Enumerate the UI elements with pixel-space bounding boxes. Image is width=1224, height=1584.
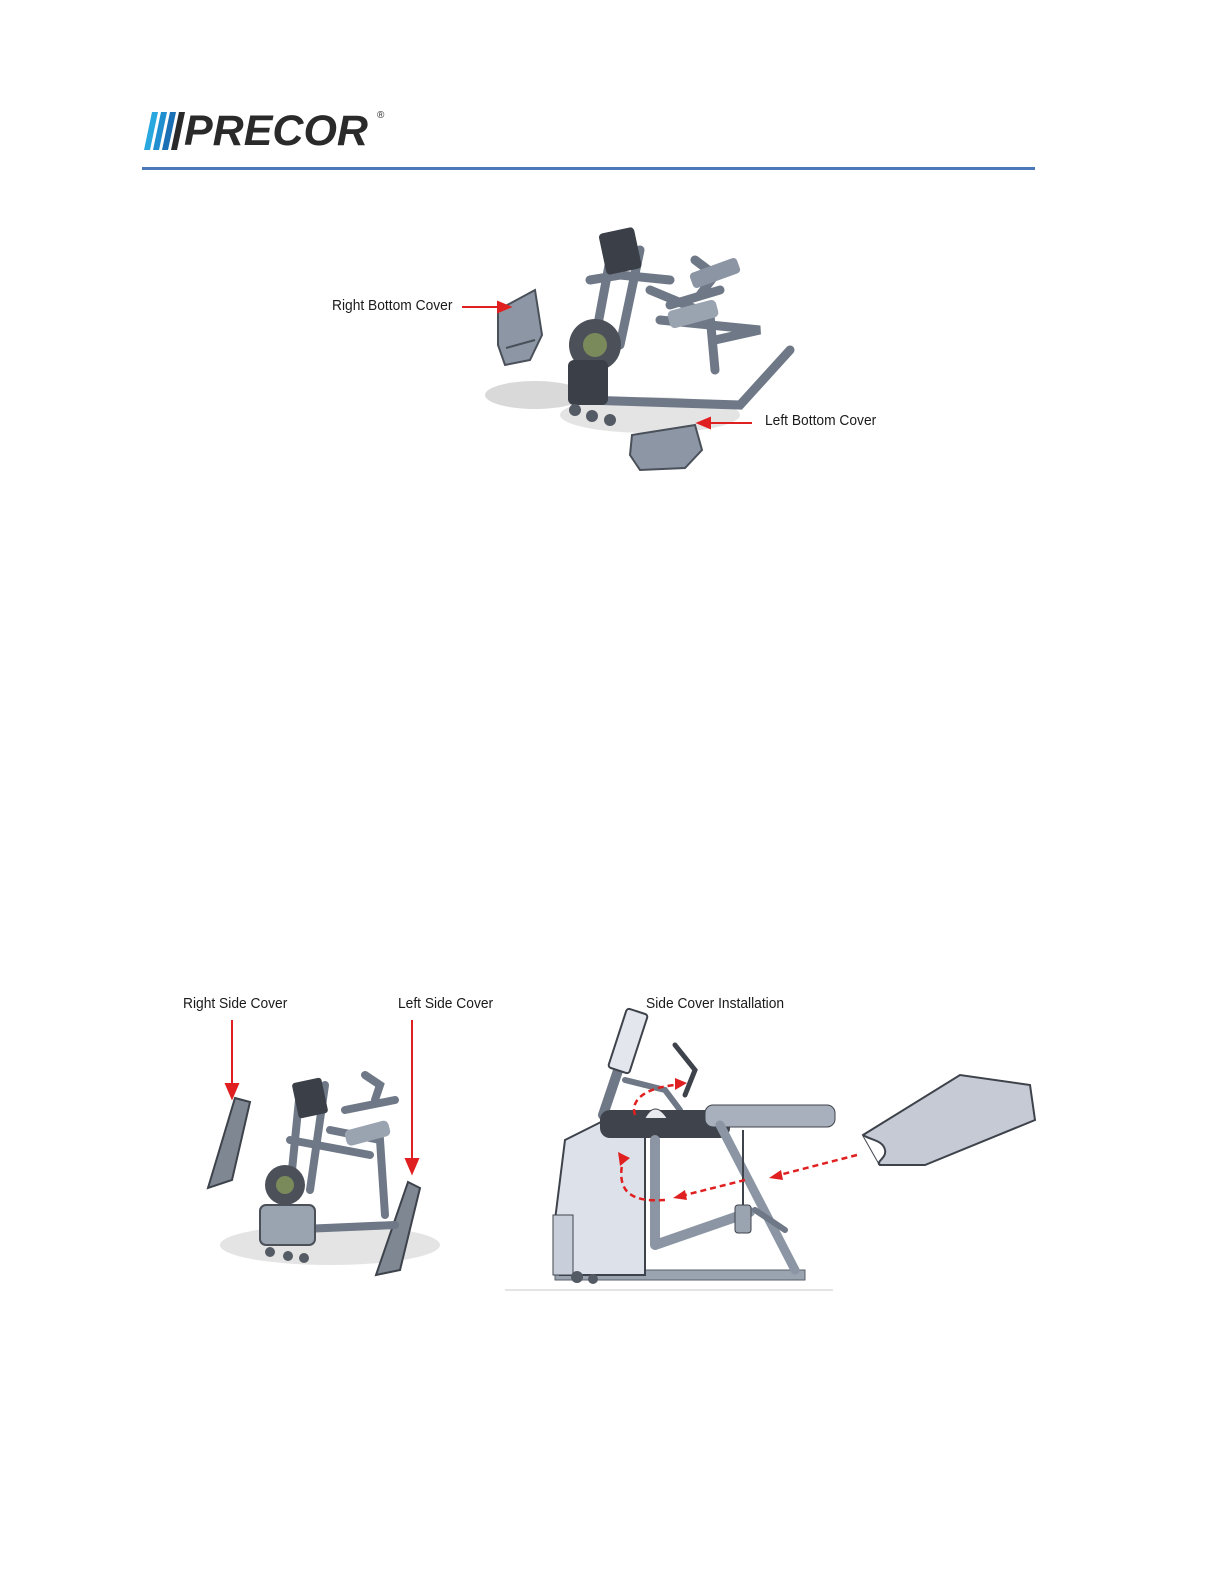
logo-wordmark: PRECOR bbox=[184, 106, 368, 156]
label-left-bottom-cover: Left Bottom Cover bbox=[765, 412, 876, 429]
side-covers-illustration bbox=[180, 990, 500, 1290]
registered-mark: ® bbox=[377, 110, 384, 121]
figure-side-cover-installation: Side Cover Installation bbox=[505, 990, 1040, 1295]
figure-side-covers: Right Side Cover Left Side Cover bbox=[180, 990, 500, 1290]
figure-bottom-covers: Right Bottom Cover Left Bottom Cover bbox=[320, 220, 920, 480]
header-rule bbox=[142, 167, 1035, 170]
label-right-side-cover: Right Side Cover bbox=[183, 995, 287, 1012]
page-header: PRECOR ® bbox=[142, 100, 1035, 172]
logo-stripes-icon bbox=[142, 110, 186, 156]
label-side-cover-installation: Side Cover Installation bbox=[646, 995, 784, 1012]
precor-logo: PRECOR ® bbox=[142, 106, 392, 152]
label-left-side-cover: Left Side Cover bbox=[398, 995, 493, 1012]
bottom-covers-illustration bbox=[320, 220, 920, 480]
label-right-bottom-cover: Right Bottom Cover bbox=[332, 297, 452, 314]
side-cover-installation-illustration bbox=[505, 990, 1040, 1295]
